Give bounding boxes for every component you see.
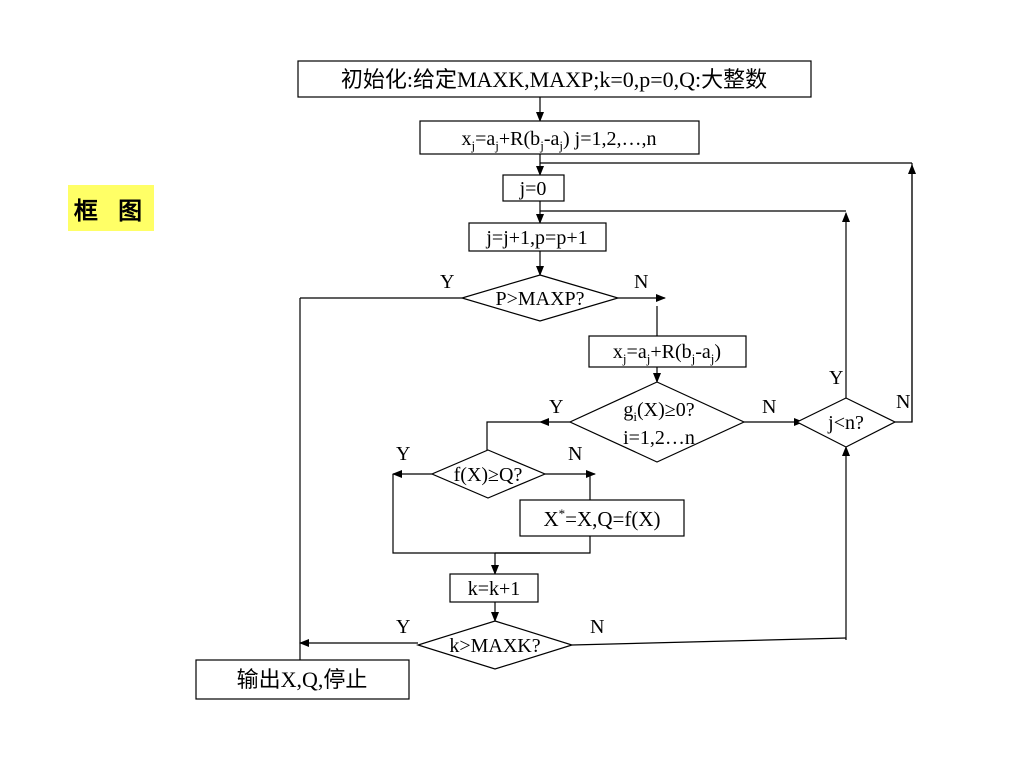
update-box [519, 499, 685, 537]
output-text: 输出X,Q,停止 [237, 667, 368, 692]
gi-text-line2: i=1,2…n [623, 427, 695, 449]
kinc-text: k=k+1 [468, 578, 521, 600]
gi-text-line1: gi(X)≥0? [623, 399, 694, 424]
jn-diamond [795, 397, 897, 448]
section-label: 框 图 [68, 185, 154, 231]
output-box [195, 659, 410, 700]
pmax-yes-label: Y [440, 271, 454, 293]
gi-diamond [568, 381, 746, 463]
jn-text: j<n? [827, 412, 864, 434]
gi-no-label: N [762, 396, 776, 418]
pmax-diamond [459, 274, 621, 322]
sample2-box [588, 335, 747, 368]
kmax-no-label: N [590, 616, 604, 638]
fq-no-label: N [568, 443, 582, 465]
init-box [297, 60, 812, 98]
pmax-text: P>MAXP? [495, 288, 584, 310]
inc-text: j=j+1,p=p+1 [485, 227, 587, 249]
sample1-text: xj=aj+R(bj-aj) j=1,2,…,n [462, 128, 657, 153]
pmax-no-label: N [634, 271, 648, 293]
kmax-diamond [415, 620, 575, 670]
sample1-box [419, 120, 700, 155]
branch-labels: Y N Y N Y N Y N Y N [396, 271, 910, 638]
kmax-text: k>MAXK? [449, 635, 540, 657]
sample2-text: xj=aj+R(bj-aj) [613, 341, 721, 366]
j0-box [502, 174, 565, 202]
jn-yes-label: Y [829, 367, 843, 389]
inc-box [468, 222, 607, 252]
connectors [299, 97, 916, 660]
fq-diamond [430, 449, 547, 499]
jn-no-label: N [896, 391, 910, 413]
update-text: X*=X,Q=f(X) [543, 506, 660, 531]
fq-text: f(X)≥Q? [454, 464, 523, 486]
kmax-yes-label: Y [396, 616, 410, 638]
fq-yes-label: Y [396, 443, 410, 465]
init-text: 初始化:给定MAXK,MAXP;k=0,p=0,Q:大整数 [341, 67, 767, 92]
node-shapes [195, 60, 897, 700]
j0-text: j=0 [519, 178, 547, 200]
kinc-box [449, 573, 539, 603]
gi-yes-label: Y [549, 396, 563, 418]
